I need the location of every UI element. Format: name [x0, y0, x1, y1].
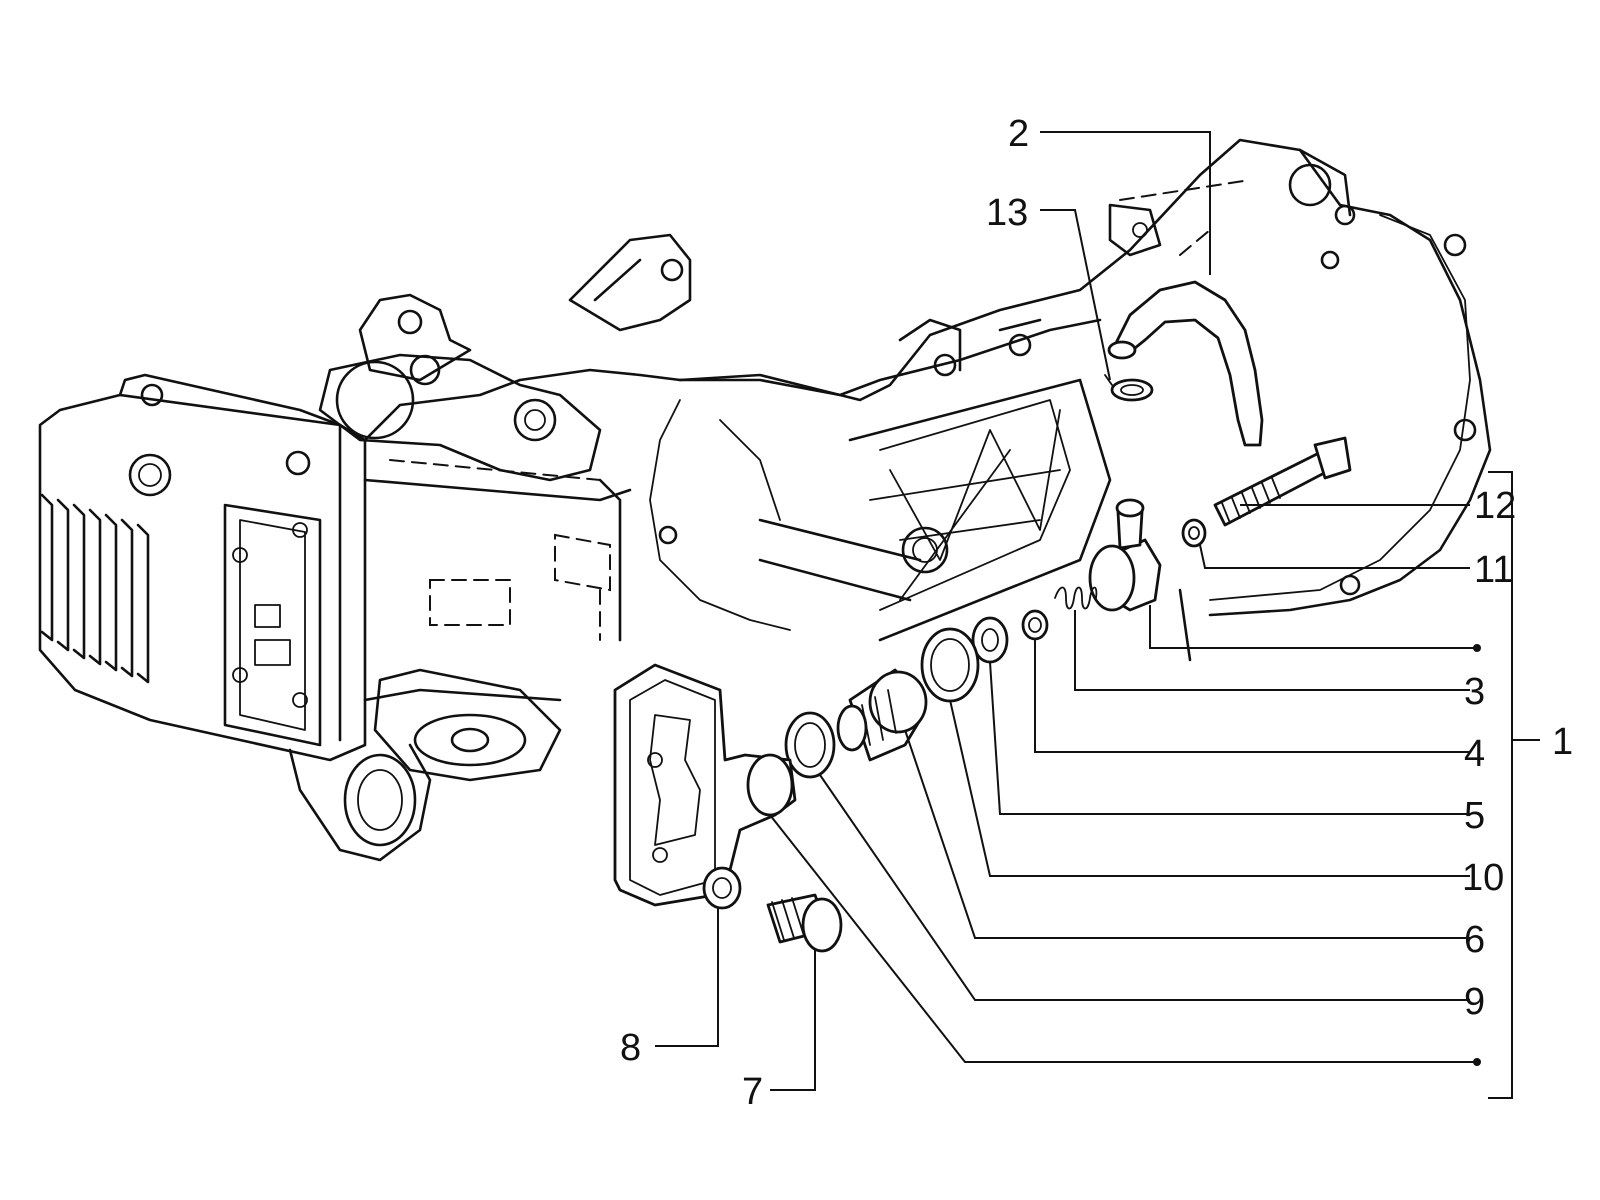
- truss-ribs: [649, 318, 1112, 642]
- leader-13: [1040, 209, 1111, 381]
- drain-washer: [702, 866, 742, 910]
- filter-cover: [613, 663, 797, 907]
- callout-4: 4: [1464, 733, 1485, 775]
- large-o-ring: [920, 627, 980, 703]
- callout-9: 9: [1464, 981, 1485, 1023]
- callout-5: 5: [1464, 795, 1485, 837]
- leader-9-dot: [769, 814, 1475, 1063]
- leader-dot-lower: [1473, 1058, 1481, 1066]
- callout-12: 12: [1474, 485, 1516, 527]
- callout-8: 8: [620, 1027, 641, 1069]
- valve-fitting: [836, 668, 928, 762]
- leader-5: [989, 661, 1470, 815]
- callout-7: 7: [742, 1071, 763, 1113]
- check-ball: [1021, 609, 1049, 641]
- spring: [1054, 586, 1098, 610]
- leader-7: [770, 950, 816, 1091]
- callout-2: 2: [1008, 113, 1029, 155]
- leader-3: [1074, 610, 1470, 691]
- hose-end: [1107, 340, 1137, 360]
- leader-2: [1040, 131, 1211, 275]
- hose-clamp: [1104, 374, 1154, 402]
- leader-lines: [655, 131, 1540, 1099]
- leader-10: [949, 699, 1470, 877]
- long-bolt: [1213, 436, 1352, 527]
- callout-3: 3: [1464, 671, 1485, 713]
- cooling-fins: [40, 493, 150, 684]
- drain-plug: [766, 893, 843, 953]
- leader-6: [904, 729, 1470, 939]
- callout-11: 11: [1474, 549, 1513, 591]
- leader-11: [1199, 544, 1470, 569]
- small-washer: [1181, 518, 1207, 548]
- leader-dot-upper: [1473, 644, 1481, 652]
- leader-9: [819, 774, 1470, 1001]
- callout-13: 13: [986, 192, 1028, 234]
- leader-3-dot: [1149, 605, 1475, 649]
- leader-8: [655, 908, 719, 1047]
- valve-body: [1088, 498, 1162, 612]
- breather-hose: [1113, 280, 1264, 447]
- callout-6: 6: [1464, 919, 1485, 961]
- o-ring: [784, 711, 836, 779]
- callout-10: 10: [1462, 857, 1504, 899]
- callout-1: 1: [1552, 721, 1573, 763]
- callout-labels: 2 13 12 11 3 4 5 10 6 9 1 8 7: [620, 113, 1573, 1113]
- engine-housing: [38, 138, 1492, 862]
- leader-4: [1034, 640, 1470, 753]
- group-bracket: [1488, 471, 1540, 1099]
